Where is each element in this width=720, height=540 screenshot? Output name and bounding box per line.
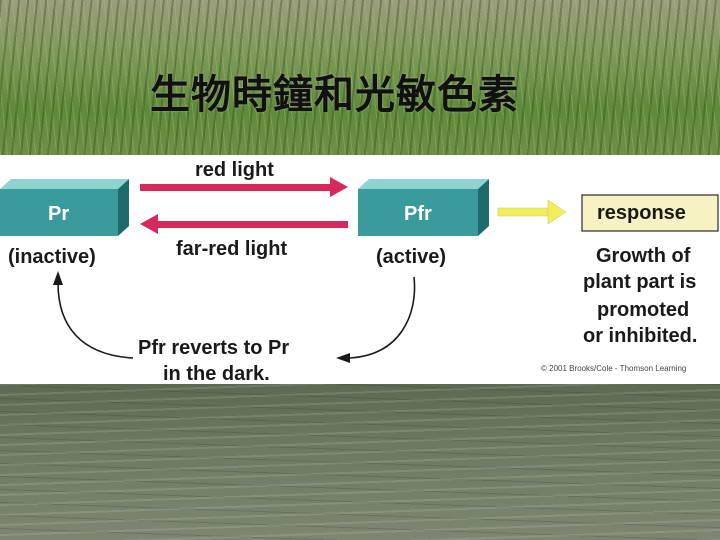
growth-line-1: Growth of (596, 245, 691, 267)
response-box: response (581, 194, 719, 232)
growth-text: Growth of plant part is promoted or inhi… (583, 245, 697, 347)
inactive-label: (inactive) (8, 246, 96, 268)
slide-title: 生物時鐘和光敏色素 (150, 71, 519, 118)
phytochrome-diagram: Pr Pfr red light far-red light (inactive… (0, 159, 719, 384)
response-label: response (597, 202, 686, 224)
pfr-label: Pfr (404, 203, 432, 225)
red-light-arrow (140, 177, 348, 197)
revert-line-2: in the dark. (163, 363, 270, 384)
active-label: (active) (376, 246, 446, 268)
far-red-light-arrow (140, 214, 348, 234)
phytochrome-diagram-panel: Pr Pfr red light far-red light (inactive… (0, 155, 720, 384)
pfr-box: Pfr (358, 179, 489, 236)
revert-cycle-arrow (53, 271, 416, 363)
growth-line-2: plant part is (583, 271, 696, 293)
growth-line-3: promoted (597, 299, 689, 321)
growth-line-4: or inhibited. (583, 325, 697, 347)
red-light-label: red light (195, 159, 274, 181)
copyright-text: © 2001 Brooks/Cole - Thomson Learning (541, 364, 686, 373)
background-grass-photo (0, 0, 720, 155)
pr-box: Pr (0, 179, 129, 236)
response-arrow (497, 199, 567, 225)
far-red-light-label: far-red light (176, 238, 287, 260)
background-water-photo (0, 384, 720, 540)
pr-label: Pr (48, 203, 69, 225)
revert-line-1: Pfr reverts to Pr (138, 337, 289, 359)
